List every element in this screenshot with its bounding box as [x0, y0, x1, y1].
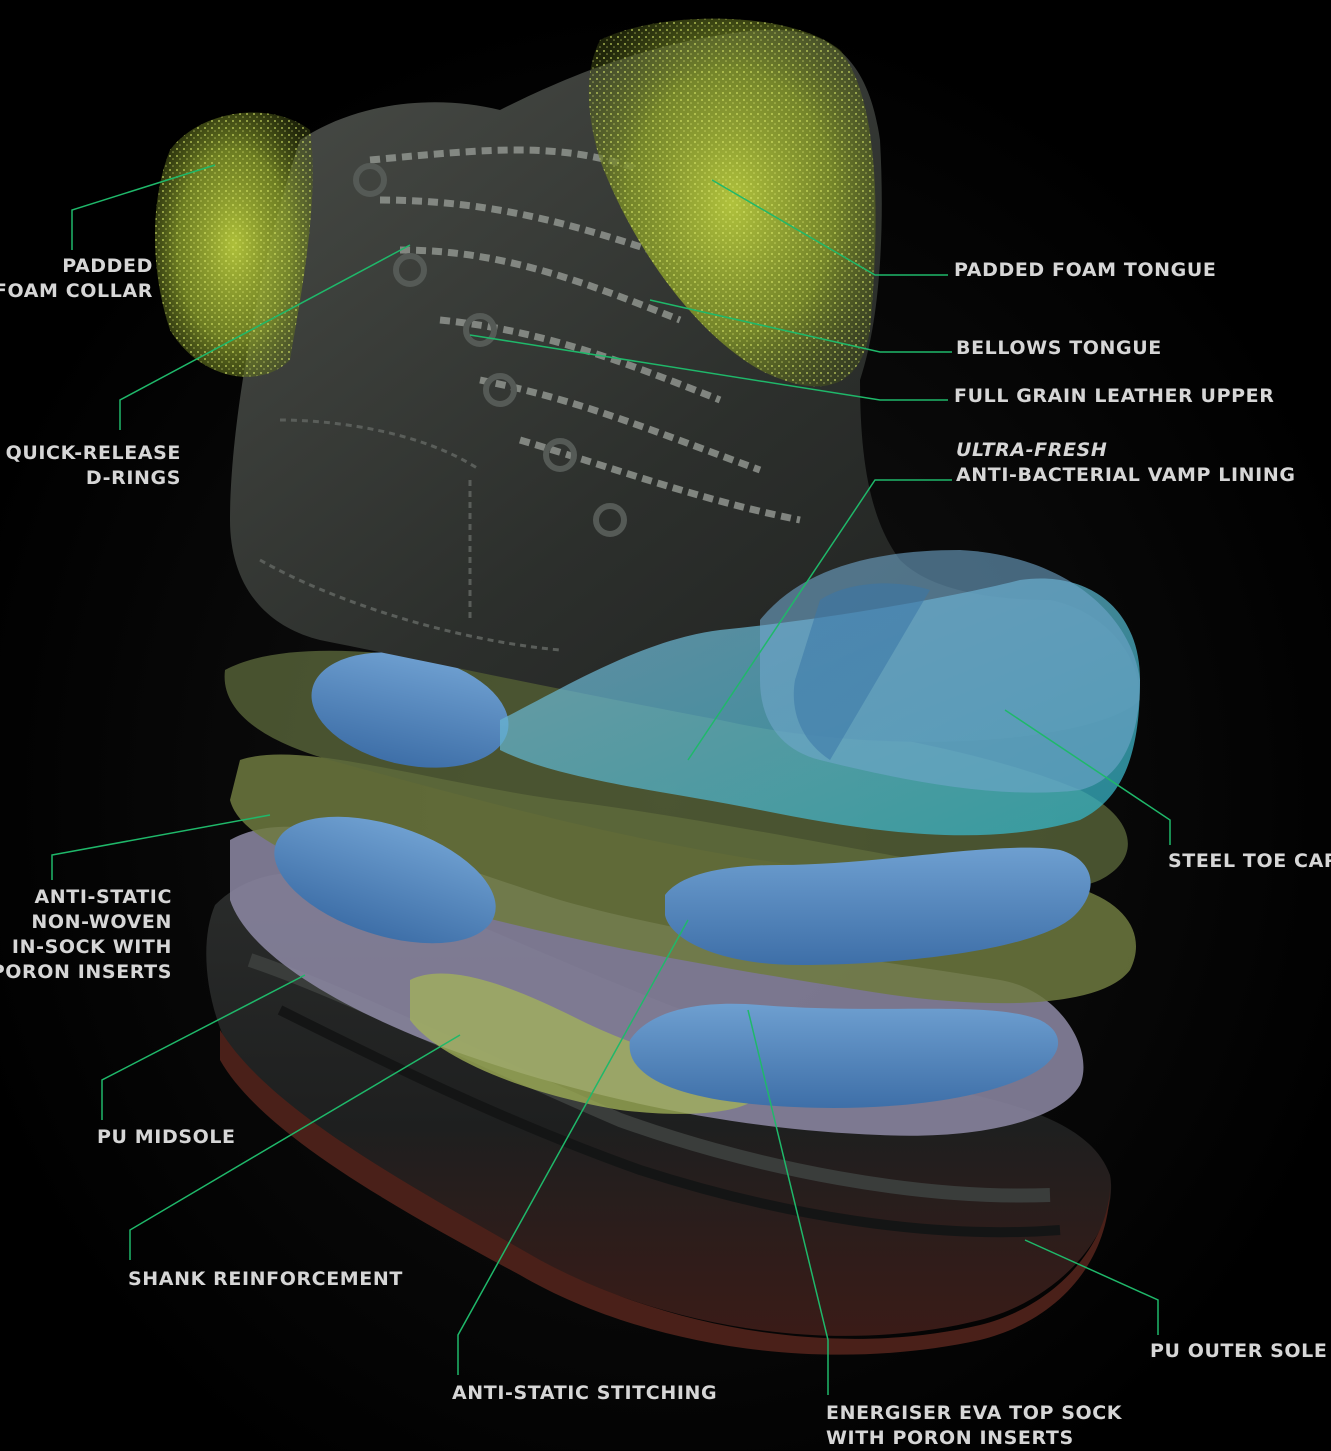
label-top-sock-line-1: ENERGISER EVA TOP SOCK: [826, 1401, 1122, 1426]
label-shank: SHANK REINFORCEMENT: [128, 1267, 403, 1292]
label-d-rings: QUICK-RELEASE D-RINGS: [6, 441, 181, 491]
label-d-rings-line-2: D-RINGS: [6, 466, 181, 491]
label-top-sock-line-2: WITH PORON INSERTS: [826, 1426, 1122, 1451]
label-steel-toe: STEEL TOE CAP: [1168, 849, 1331, 874]
label-d-rings-line-1: QUICK-RELEASE: [6, 441, 181, 466]
label-vamp-lining-brand: ULTRA-FRESH: [956, 438, 1296, 463]
label-leather-upper: FULL GRAIN LEATHER UPPER: [954, 384, 1274, 409]
label-vamp-lining-text: ANTI-BACTERIAL VAMP LINING: [956, 463, 1296, 488]
label-foam-tongue: PADDED FOAM TONGUE: [954, 258, 1216, 283]
label-in-sock: ANTI-STATIC NON-WOVEN IN-SOCK WITH PORON…: [0, 885, 172, 985]
label-top-sock: ENERGISER EVA TOP SOCK WITH PORON INSERT…: [826, 1401, 1122, 1451]
label-in-sock-line-2: NON-WOVEN: [0, 910, 172, 935]
label-stitching: ANTI-STATIC STITCHING: [452, 1381, 717, 1406]
label-outer-sole: PU OUTER SOLE: [1150, 1339, 1327, 1364]
label-pu-midsole: PU MIDSOLE: [97, 1125, 236, 1150]
label-in-sock-line-4: PORON INSERTS: [0, 960, 172, 985]
label-in-sock-line-3: IN-SOCK WITH: [0, 935, 172, 960]
foam-collar-shape: [155, 113, 313, 377]
label-in-sock-line-1: ANTI-STATIC: [0, 885, 172, 910]
label-vamp-lining: ULTRA-FRESH ANTI-BACTERIAL VAMP LINING: [956, 438, 1296, 488]
label-foam-collar: PADDED FOAM COLLAR: [0, 254, 153, 304]
label-foam-collar-line-2: FOAM COLLAR: [0, 279, 153, 304]
label-bellows-tongue: BELLOWS TONGUE: [956, 336, 1162, 361]
label-foam-collar-line-1: PADDED: [0, 254, 153, 279]
